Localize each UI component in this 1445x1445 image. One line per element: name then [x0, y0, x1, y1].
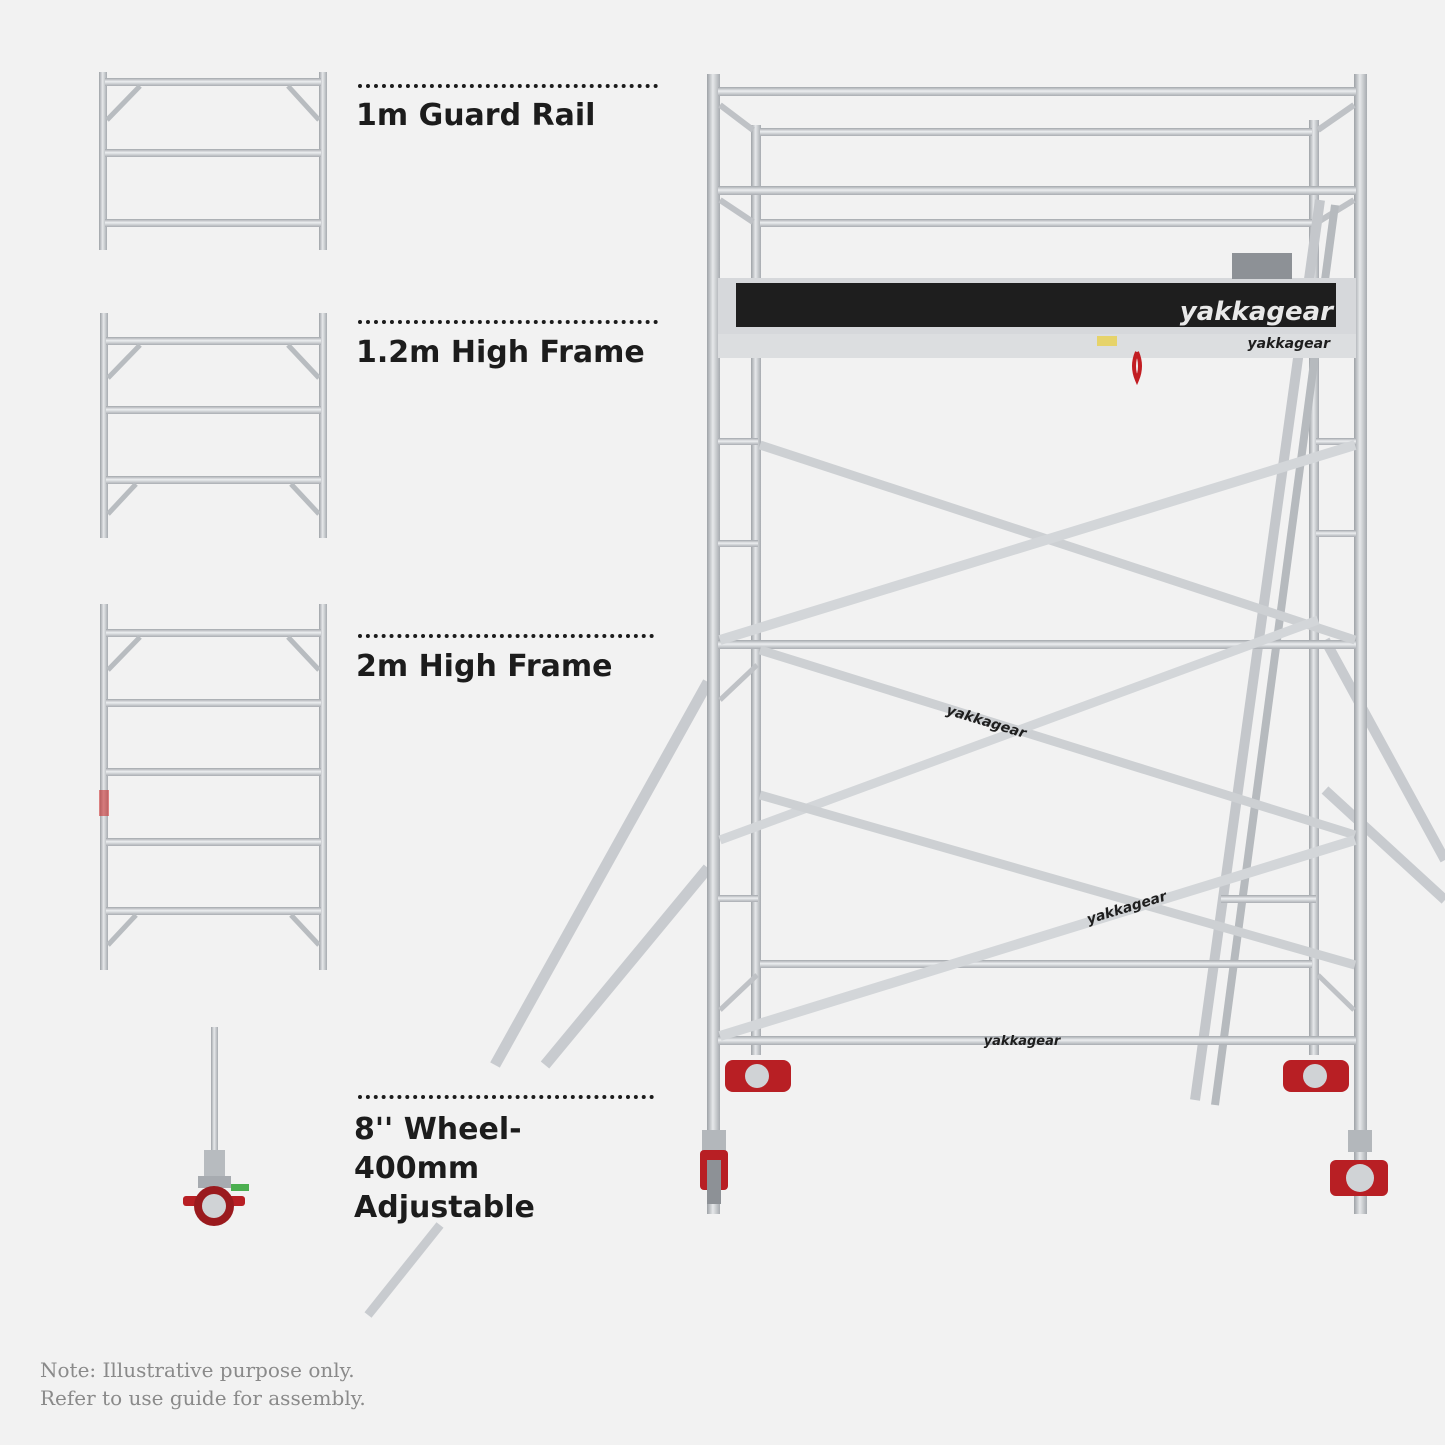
frame-1-2m-leader: [358, 320, 658, 324]
adjustable-wheel-illustration: [183, 1027, 249, 1226]
brace-brand-logo: yakkagear: [944, 702, 1029, 742]
frame-2m-leader: [358, 634, 654, 638]
disclaimer-note: Note: Illustrative purpose only. Refer t…: [40, 1356, 366, 1412]
label-high-frame-1-2m: 1.2m High Frame: [356, 335, 645, 370]
label-wheel-line-1: 8'' Wheel-: [354, 1112, 522, 1147]
label-wheel-line-2: 400mm: [354, 1151, 480, 1186]
base-brand-logo: yakkagear: [984, 1034, 1062, 1049]
label-wheel-line-3: Adjustable: [354, 1190, 535, 1225]
label-guard-rail: 1m Guard Rail: [356, 98, 596, 133]
high-frame-2m-illustration: [99, 604, 327, 970]
disclaimer-line-1: Note: Illustrative purpose only.: [40, 1358, 355, 1382]
label-high-frame-2m: 2m High Frame: [356, 649, 613, 684]
guard-rail-leader: [358, 84, 658, 88]
deck-brand-logo-small: yakkagear: [1247, 336, 1331, 352]
guard-rail-illustration: [99, 72, 327, 250]
wheel-leader: [358, 1095, 654, 1099]
assembled-tower-illustration: yakkagear yakkagear yakkagear yakkagear …: [364, 74, 1445, 1318]
high-frame-1-2m-illustration: [100, 313, 327, 538]
deck-brand-logo: yakkagear: [1180, 297, 1335, 327]
disclaimer-line-2: Refer to use guide for assembly.: [40, 1386, 366, 1410]
